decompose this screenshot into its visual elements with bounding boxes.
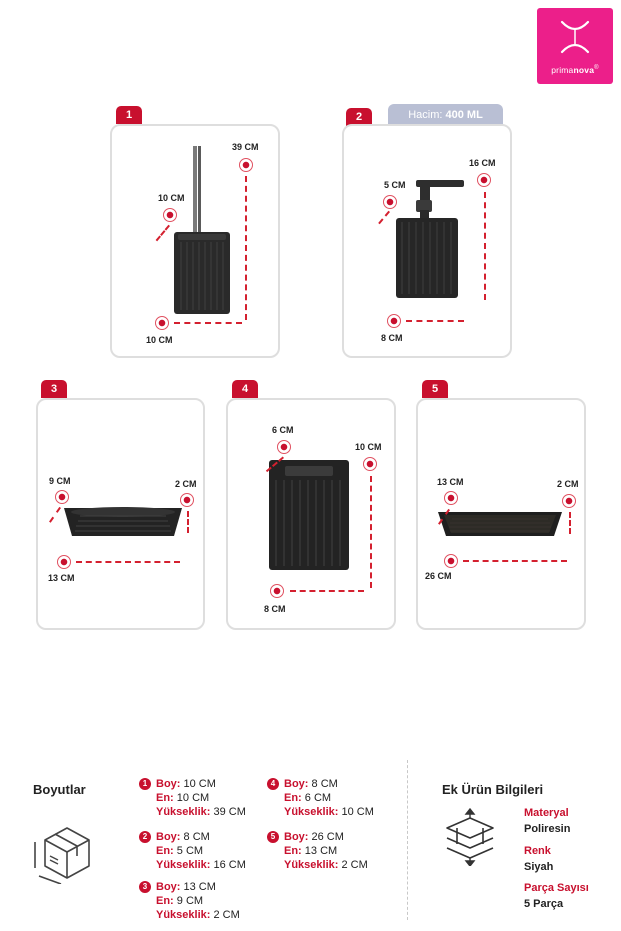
length-dashed-line [76,561,180,563]
toothbrush-cup-image [269,460,349,577]
height-label: 2 CM [175,479,197,489]
height-label: 10 CM [355,442,382,452]
height-label: 2 CM [557,479,579,489]
measure-pin-icon [180,493,194,507]
height-label: 39 CM [232,142,259,152]
width-label: 5 CM [384,180,406,190]
brand-logo: primanova® [537,8,613,84]
length-label: 8 CM [381,333,403,343]
pieces-value: 5 Parça [524,898,564,910]
pieces-label: Parça Sayısı [524,882,589,894]
measure-pin-icon [383,195,397,209]
dimension-item-3: Boy: 13 CM En: 9 CM Yükseklik: 2 CM [156,881,240,921]
length-label: 26 CM [425,571,452,581]
product-number-badge: 5 [422,380,448,398]
length-dashed-line [290,590,364,592]
color-label: Renk [524,845,551,857]
volume-badge: Hacim: 400 ML [388,104,503,126]
box-dimensions-icon [33,822,101,889]
brand-name: primanova® [551,65,599,75]
measure-pin-icon [444,491,458,505]
tray-image [436,508,564,545]
product-number-badge: 2 [346,108,372,126]
length-dashed-line [174,322,242,324]
extra-info-title: Ek Ürün Bilgileri [442,782,544,797]
color-value: Siyah [524,861,554,873]
length-label: 10 CM [146,335,173,345]
soap-dispenser-image [394,176,466,305]
length-dashed-line [463,560,567,562]
material-layers-icon [441,807,499,871]
material-value: Poliresin [524,823,571,835]
height-dashed-line [569,512,571,534]
width-label: 13 CM [437,477,464,487]
material-label: Materyal [524,807,569,819]
width-label: 9 CM [49,476,71,486]
measure-pin-icon [163,208,177,222]
dimension-item-2: Boy: 8 CM En: 5 CM Yükseklik: 16 CM [156,831,246,871]
length-dashed-line [406,320,464,322]
length-label: 8 CM [264,604,286,614]
measure-pin-icon [155,316,169,330]
height-dashed-line [370,476,372,588]
width-label: 10 CM [158,193,185,203]
measure-pin-icon [55,490,69,504]
dimension-item-bullet: 4 [267,778,279,790]
soap-dish-image [60,502,186,547]
dimension-item-5: Boy: 26 CM En: 13 CM Yükseklik: 2 CM [284,831,368,871]
toilet-brush-image [174,146,230,319]
length-label: 13 CM [48,573,75,583]
dimension-item-bullet: 3 [139,881,151,893]
dimension-item-4: Boy: 8 CM En: 6 CM Yükseklik: 10 CM [284,778,374,818]
dimension-item-1: Boy: 10 CM En: 10 CM Yükseklik: 39 CM [156,778,246,818]
measure-pin-icon [363,457,377,471]
product-number-badge: 1 [116,106,142,124]
product-number-badge: 3 [41,380,67,398]
measure-pin-icon [239,158,253,172]
measure-pin-icon [477,173,491,187]
width-label: 6 CM [272,425,294,435]
measure-pin-icon [387,314,401,328]
measure-pin-icon [277,440,291,454]
dimension-item-bullet: 2 [139,831,151,843]
height-dashed-line [484,192,486,300]
measure-pin-icon [562,494,576,508]
measure-pin-icon [57,555,71,569]
height-dashed-line [187,511,189,533]
section-divider [407,760,408,920]
dimension-item-bullet: 1 [139,778,151,790]
measure-pin-icon [444,554,458,568]
dimensions-title: Boyutlar [33,782,86,797]
height-dashed-line [245,176,247,320]
dimension-item-bullet: 5 [267,831,279,843]
measure-pin-icon [270,584,284,598]
brand-logo-mark-icon [560,20,590,54]
product-number-badge: 4 [232,380,258,398]
height-label: 16 CM [469,158,496,168]
